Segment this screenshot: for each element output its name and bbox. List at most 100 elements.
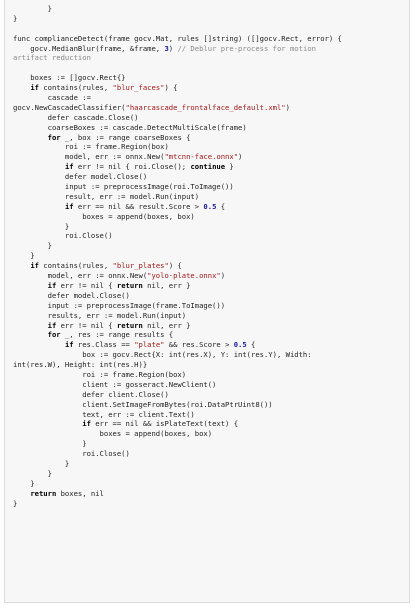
code-line: for _, box := range coarseBoxes { [13,133,405,143]
code-text: ) { [164,83,178,93]
code-line: } [13,14,405,24]
code-text: defer client.Close() [13,389,169,399]
code-text: } [13,251,35,261]
code-text: } [13,439,87,449]
code-line: } [13,251,405,261]
page-footer [4,603,410,611]
code-line: client.SetImageFromBytes(roi.DataPtrUint… [13,400,405,410]
code-text: client := gosseract.NewClient() [13,379,217,389]
code-text [13,83,30,92]
code-line: } [13,439,405,449]
code-text [13,281,48,290]
code-line: input := preprocessImage(frame.ToImage()… [13,301,405,311]
code-line: } [13,222,405,232]
code-line: result, err := model.Run(input) [13,192,405,202]
code-line: defer model.Close() [13,291,405,301]
code-text: } [13,498,18,508]
code-line: input := preprocessImage(roi.ToImage()) [13,182,405,192]
code-text: gocv.MedianBlur(frame, &frame, [13,43,165,53]
code-line [13,24,405,34]
code-text: model, err := onnx.New( [13,271,148,281]
code-line: text, err := client.Text() [13,410,405,420]
code-line: client := gosseract.NewClient() [13,380,405,390]
code-keyword: if [47,320,57,330]
code-text: } [13,468,52,478]
code-text: ) [285,102,290,112]
code-line: if err != nil { roi.Close(); continue } [13,162,405,172]
code-string: "yolo-plate.onnx" [147,271,221,281]
code-line: defer cascade.Close() [13,113,405,123]
code-keyword: if [47,280,57,290]
code-text: } [13,458,70,468]
code-text [13,162,65,171]
code-line: coarseBoxes := cascade.DetectMultiScale(… [13,123,405,133]
code-text: res.Class == [73,340,135,350]
code-keyword: if [30,261,39,271]
code-line: int(res.W), Height: int(res.H)} [13,360,405,370]
code-number: 0.5 [203,201,217,211]
code-text: defer cascade.Close() [13,112,139,122]
code-text: cascade := [13,93,91,103]
code-keyword: if [82,419,91,429]
code-text: roi.Close() [13,231,113,241]
code-keyword: return [30,488,57,498]
code-text: } [13,4,52,13]
code-keyword: return [116,320,143,330]
code-line: boxes = append(boxes, box) [13,429,405,439]
code-line: boxes := []gocv.Rect{} [13,73,405,83]
code-line: cascade := [13,93,405,103]
code-line: defer model.Close() [13,172,405,182]
code-text: } [13,241,52,251]
code-text: err != nil { roi.Close(); [73,162,191,172]
code-comment: // Deblur pre-process for motion [177,43,316,53]
code-line: model, err := onnx.New("mtcnn-face.onnx"… [13,152,405,162]
code-text: text, err := client.Text() [13,409,195,419]
code-line: if contains(rules, "blur_faces") { [13,83,405,93]
code-text: contains(rules, [38,261,113,271]
code-line: } [13,4,405,14]
code-line: } [13,241,405,251]
code-comment: artifact reduction [13,53,91,63]
code-line [13,63,405,73]
code-text: { [216,201,226,211]
code-text: int(res.W), Height: int(res.H)} [13,360,148,370]
code-text: input := preprocessImage(frame.ToImage()… [13,300,226,310]
code-line: gocv.NewCascadeClassifier("haarcascade_f… [13,103,405,113]
code-text: } [13,221,70,231]
code-text: err != nil { [56,280,117,290]
code-text [13,340,65,349]
code-text: nil, err } [142,320,191,330]
code-line: roi := frame.Region(box) [13,370,405,380]
code-number: 0.5 [233,340,247,350]
code-text: defer model.Close() [13,290,130,300]
code-line: defer client.Close() [13,390,405,400]
code-line: } [13,499,405,509]
code-line: if err == nil && isPlateText(text) { [13,419,405,429]
code-text: ) [238,152,243,162]
code-text [13,330,48,339]
code-text: boxes = append(boxes, box) [13,429,213,439]
code-text: err != nil { [56,320,117,330]
code-text: boxes, nil [56,488,104,498]
code-text: boxes := []gocv.Rect{} [13,73,126,83]
code-text: } [225,162,234,172]
code-text: _, res := range results { [60,330,174,340]
code-text: { [246,340,256,350]
code-line: artifact reduction [13,53,405,63]
code-line: if contains(rules, "blur_plates") { [13,261,405,271]
code-line: if err != nil { return nil, err } [13,321,405,331]
code-text: roi.Close() [13,449,130,459]
code-text: } [13,478,35,488]
code-text: roi := frame.Region(box) [13,369,187,379]
code-text: model, err := onnx.New( [13,152,165,162]
code-line: if res.Class == "plate" && res.Score > 0… [13,340,405,350]
code-text: ) { [168,261,182,271]
code-text: func complianceDetect(frame gocv.Mat, ru… [13,33,342,43]
code-line: model, err := onnx.New("yolo-plate.onnx"… [13,271,405,281]
code-text: result, err := model.Run(input) [13,191,200,201]
code-block: }} func complianceDetect(frame gocv.Mat, … [4,0,410,603]
code-keyword: for [47,132,61,142]
code-text [13,202,65,211]
code-line: if err == nil && result.Score > 0.5 { [13,202,405,212]
code-text: err == nil && isPlateText(text) { [90,419,239,429]
